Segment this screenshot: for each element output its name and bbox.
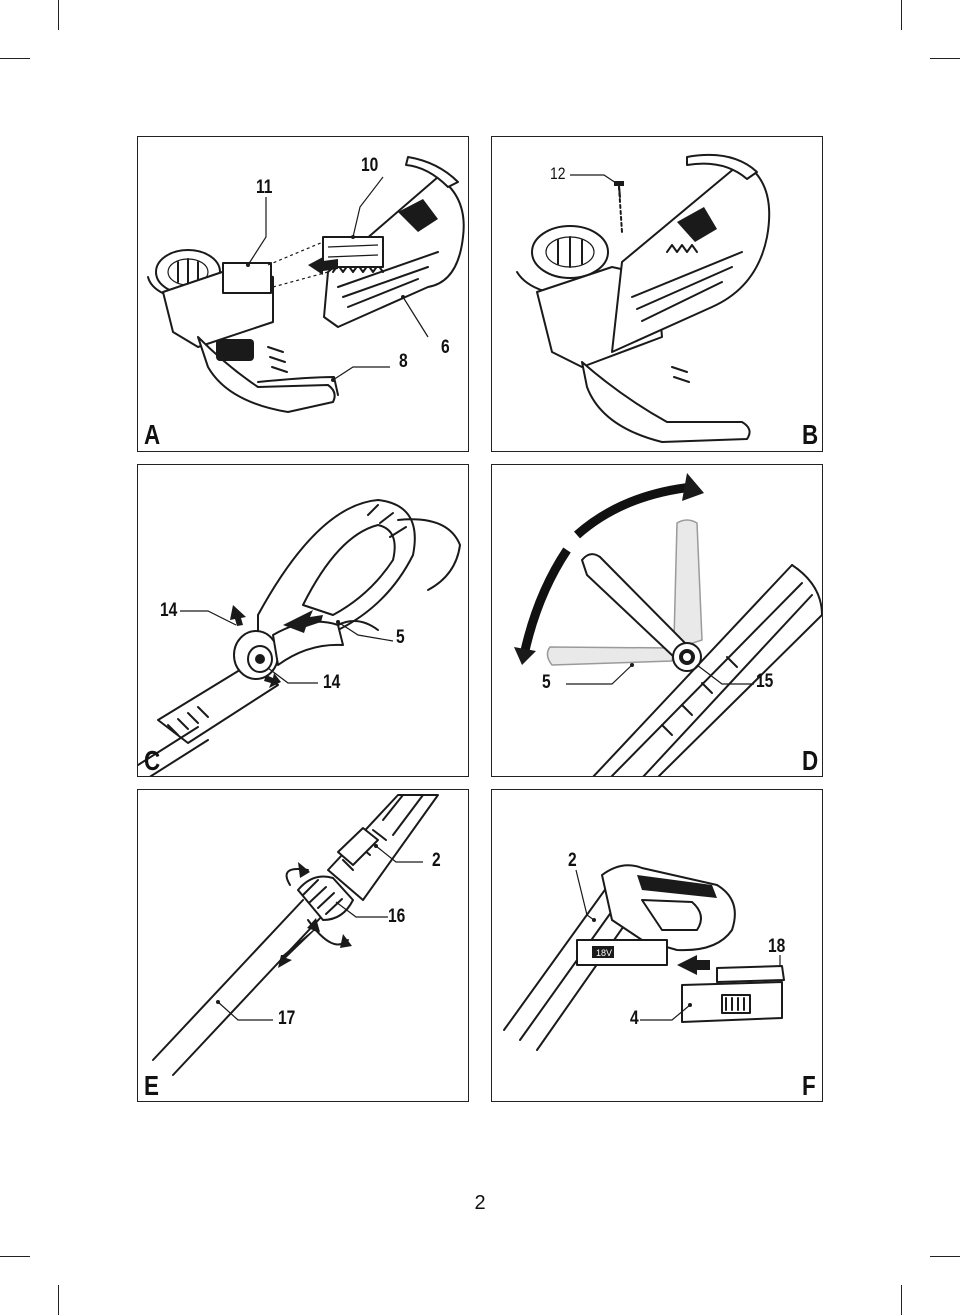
page-number: 2	[474, 1192, 486, 1214]
callout-14: 14	[323, 672, 341, 693]
callout-5: 5	[542, 672, 551, 693]
figure-letter: E	[144, 1070, 159, 1101]
figure-letter: C	[144, 745, 161, 776]
figure-b: 12 B	[491, 136, 823, 452]
figure-f-illustration: 18V	[503, 864, 785, 1051]
figure-d: 5 15 D	[491, 464, 823, 777]
crop-mark	[901, 1285, 902, 1315]
figure-a: 11 10 6 8 A	[137, 136, 469, 452]
crop-mark	[0, 58, 30, 59]
callout-12: 12	[550, 164, 566, 183]
figure-e-illustration	[152, 794, 439, 1076]
figure-letter: A	[144, 419, 161, 450]
callout-2: 2	[432, 850, 441, 871]
figure-a-illustration	[147, 156, 465, 413]
callout-16: 16	[388, 906, 406, 927]
callout-8: 8	[399, 351, 408, 372]
crop-mark	[58, 0, 59, 30]
battery-badge: 18V	[596, 948, 612, 958]
crop-mark	[58, 1285, 59, 1315]
crop-mark	[930, 1256, 960, 1257]
figure-f: 18V 2 18 4 F	[491, 789, 823, 1102]
callout-14: 14	[160, 600, 178, 621]
crop-mark	[901, 0, 902, 30]
callout-2: 2	[568, 850, 577, 871]
crop-mark	[0, 1256, 30, 1257]
figure-c: 14 5 14 C	[137, 464, 469, 777]
callout-10: 10	[361, 155, 379, 176]
figure-letter: F	[802, 1070, 816, 1101]
figure-c-illustration	[138, 499, 461, 776]
figure-e: 2 16 17 E	[137, 789, 469, 1102]
crop-mark	[930, 58, 960, 59]
callout-4: 4	[630, 1008, 639, 1029]
figure-letter: B	[802, 419, 819, 450]
callout-6: 6	[441, 337, 450, 358]
figure-b-illustration	[516, 153, 771, 443]
callout-15: 15	[756, 671, 774, 692]
callout-18: 18	[768, 936, 786, 957]
figure-d-illustration	[514, 473, 822, 776]
callout-5: 5	[396, 627, 405, 648]
figure-letter: D	[802, 745, 819, 776]
callout-11: 11	[256, 177, 273, 198]
callout-17: 17	[278, 1008, 296, 1029]
